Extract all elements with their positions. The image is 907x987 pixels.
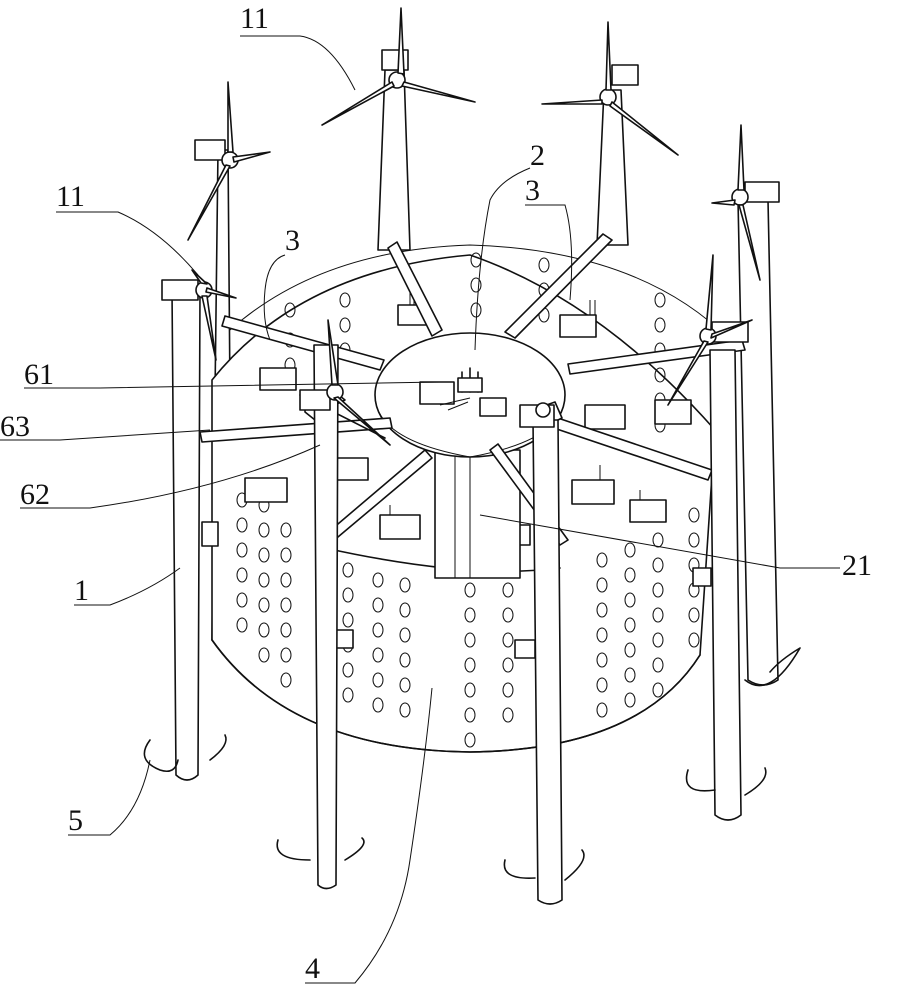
label-5: 5 — [68, 804, 83, 837]
label-21: 21 — [842, 549, 872, 582]
label-11-left: 11 — [56, 180, 85, 213]
label-62: 62 — [20, 478, 50, 511]
label-11-top: 11 — [240, 2, 269, 35]
back-tower-right — [738, 200, 800, 686]
label-2: 2 — [530, 139, 545, 172]
float-box — [380, 515, 420, 539]
float-box — [202, 522, 218, 546]
float-box — [630, 500, 666, 522]
label-4: 4 — [305, 952, 320, 985]
float-box — [585, 405, 625, 429]
leader-11-top — [240, 36, 355, 90]
float-box — [655, 400, 691, 424]
float-box — [245, 478, 287, 502]
float-box — [572, 480, 614, 504]
label-63: 63 — [0, 410, 30, 443]
label-61: 61 — [24, 358, 54, 391]
wind-turbine — [520, 403, 554, 427]
leader-11-left — [56, 212, 198, 275]
center-winch-body — [458, 378, 482, 392]
float-box — [515, 640, 535, 658]
platform-box — [420, 382, 454, 404]
label-3-right: 3 — [525, 174, 540, 207]
float-box — [560, 315, 596, 337]
float-box — [693, 568, 711, 586]
label-3-left: 3 — [285, 224, 300, 257]
label-1: 1 — [74, 574, 89, 607]
leader-1 — [74, 568, 180, 605]
pile-screw-5 — [144, 740, 178, 771]
back-tower-center — [378, 70, 410, 250]
float-box — [260, 368, 296, 390]
platform-box — [480, 398, 506, 416]
